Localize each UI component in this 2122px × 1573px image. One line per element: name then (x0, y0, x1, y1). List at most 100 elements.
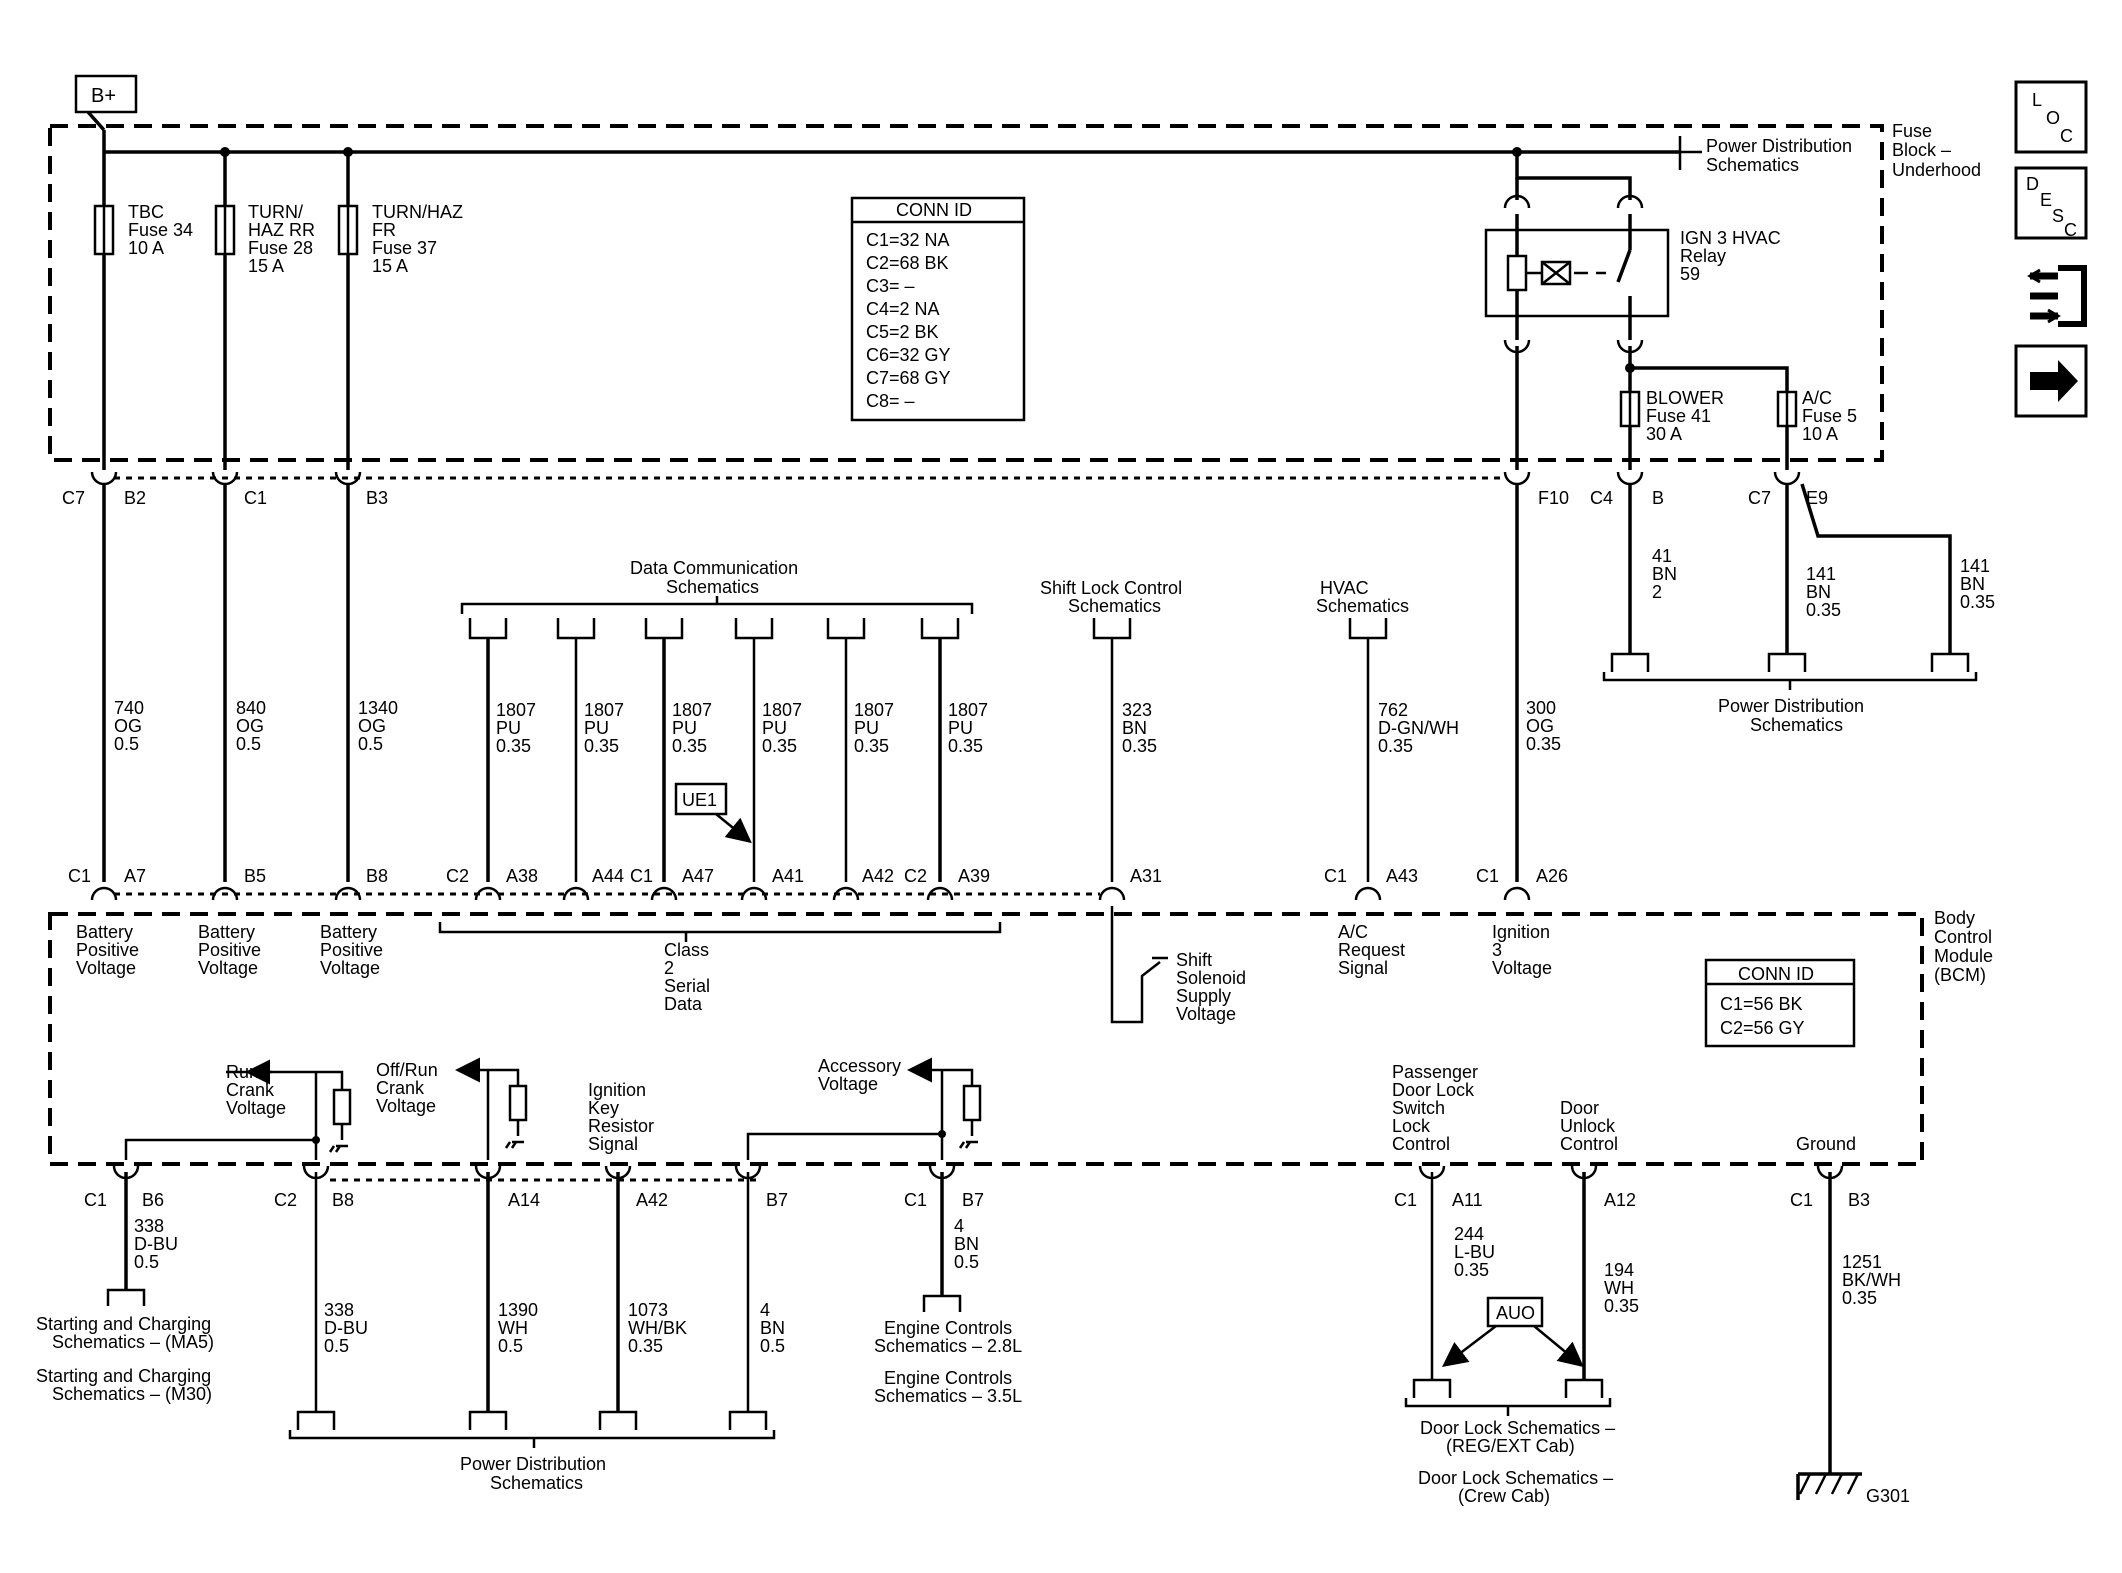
bcm-input-3: Voltage (320, 958, 380, 978)
wire-1251-text: 0.35 (1842, 1288, 1877, 1308)
wire-840-text: 0.5 (236, 734, 261, 754)
bcm-conn-label: A39 (958, 866, 990, 886)
pd-bottom-label: Power Distribution (460, 1454, 606, 1474)
off-run-label: Voltage (376, 1096, 436, 1116)
bcm-conn-label: A38 (506, 866, 538, 886)
next-arrow-icon[interactable] (2014, 344, 2088, 418)
bcm-conn-label: C1 (68, 866, 91, 886)
connector-view-icon[interactable] (2027, 265, 2087, 327)
ue1-arrow (715, 813, 752, 844)
wire-1340-text: 1340 (358, 698, 398, 718)
bcm-conn-label: B5 (244, 866, 266, 886)
wire-1073-text: 0.35 (628, 1336, 663, 1356)
relay-switch (1616, 249, 1632, 283)
svg-text:0.35: 0.35 (672, 736, 707, 756)
conn-row: C5=2 BK (866, 322, 939, 342)
wire-4b-text: BN (954, 1234, 979, 1254)
bcm-title-1: Body (1934, 908, 1975, 928)
wire-41-text: 2 (1652, 582, 1662, 602)
svg-text:0.35: 0.35 (584, 736, 619, 756)
conn-row: C3= – (866, 276, 915, 296)
wire-300-text: 0.35 (1526, 734, 1561, 754)
svg-text:1807: 1807 (762, 700, 802, 720)
conn-id-bcm (1704, 958, 1856, 1048)
conn-id-top-rows: C1=32 NA C2=68 BK C3= – C4=2 NA C5=2 BK … (866, 230, 951, 411)
svg-text:0.35: 0.35 (948, 736, 983, 756)
g301-label: G301 (1866, 1486, 1910, 1506)
wire-1390-text: 0.5 (498, 1336, 523, 1356)
engine-connector (922, 1294, 962, 1312)
conn-c7: C7 (62, 488, 85, 508)
engine-label: Schematics – 3.5L (874, 1386, 1022, 1406)
fuse-28-text-2: HAZ RR (248, 220, 315, 240)
fuse-28-text-1: TURN/ (248, 202, 303, 222)
ac-fuse-text-3: 10 A (1802, 424, 1838, 444)
engine-label: Schematics – 2.8L (874, 1336, 1022, 1356)
wire-141a-text: 141 (1806, 564, 1836, 584)
wire-840-text: OG (236, 716, 264, 736)
wire-840-text: 840 (236, 698, 266, 718)
door-unlock-label: Unlock (1560, 1116, 1616, 1136)
fuse-28-text-4: 15 A (248, 256, 284, 276)
conn-id-top-title: CONN ID (896, 200, 972, 220)
svg-text:C: C (2064, 220, 2077, 240)
ground-symbol (1796, 1472, 1862, 1500)
shift-solenoid-label: Voltage (1176, 1004, 1236, 1024)
bcm-input-1: Battery (76, 922, 133, 942)
hvac-label-2: Schematics (1316, 596, 1409, 616)
fuse-37-text-3: Fuse 37 (372, 238, 437, 258)
svg-text:PU: PU (854, 718, 879, 738)
svg-text:0.35: 0.35 (762, 736, 797, 756)
door-lock-label: (Crew Cab) (1458, 1486, 1550, 1506)
wire-740-text: OG (114, 716, 142, 736)
bcm-title-4: (BCM) (1934, 965, 1986, 985)
engine-label: Engine Controls (884, 1368, 1012, 1388)
wire-323-text: BN (1122, 718, 1147, 738)
start-charge-label: Starting and Charging (36, 1314, 211, 1334)
wire-762-text: D-GN/WH (1378, 718, 1459, 738)
accessory-label: Voltage (818, 1074, 878, 1094)
wire-244-text: 244 (1454, 1224, 1484, 1244)
ignition3-label: 3 (1492, 940, 1502, 960)
svg-text:PU: PU (948, 718, 973, 738)
svg-text:1807: 1807 (584, 700, 624, 720)
door-unlock-label: Control (1560, 1134, 1618, 1154)
svg-text:E: E (2040, 190, 2052, 210)
wire-141a-text: 0.35 (1806, 600, 1841, 620)
conn-id-bcm-title: CONN ID (1738, 964, 1814, 984)
bcm-conn-label: C1 (1476, 866, 1499, 886)
bcm-conn-label: A42 (862, 866, 894, 886)
shift-solenoid-label: Supply (1176, 986, 1231, 1006)
fuse-block-label-1: Fuse (1892, 121, 1932, 141)
desc-icon[interactable]: D E S C (2014, 166, 2088, 240)
wire-300-text: 300 (1526, 698, 1556, 718)
pass-door-label: Lock (1392, 1116, 1431, 1136)
class2-label: 2 (664, 958, 674, 978)
loc-icon[interactable]: L O C (2014, 80, 2088, 154)
bcm-conn-label: A43 (1386, 866, 1418, 886)
hvac-connector (1348, 618, 1388, 640)
class2-label: Class (664, 940, 709, 960)
conn-b2: B2 (124, 488, 146, 508)
shift-lock-connector (1092, 618, 1132, 640)
start-charge-label: Schematics – (M30) (52, 1384, 212, 1404)
conn-row: C8= – (866, 391, 915, 411)
door-lock-label: Door Lock Schematics – (1418, 1468, 1613, 1488)
start-charge-connector (106, 1288, 146, 1306)
fuse-37-text-2: FR (372, 220, 396, 240)
relay-text-3: 59 (1680, 264, 1700, 284)
bcm-input-2: Battery (198, 922, 255, 942)
wire-194-text: 0.35 (1604, 1296, 1639, 1316)
pass-door-label: Control (1392, 1134, 1450, 1154)
wire-4a-text: BN (760, 1318, 785, 1338)
wire-41-text: 41 (1652, 546, 1672, 566)
wire-1340-text: OG (358, 716, 386, 736)
fuse-37-text-1: TURN/HAZ (372, 202, 463, 222)
off-run-label: Crank (376, 1078, 425, 1098)
wire-244-text: L-BU (1454, 1242, 1495, 1262)
pd-right-connectors (1602, 652, 1978, 690)
svg-text:1807: 1807 (496, 700, 536, 720)
ground-label: Ground (1796, 1134, 1856, 1154)
